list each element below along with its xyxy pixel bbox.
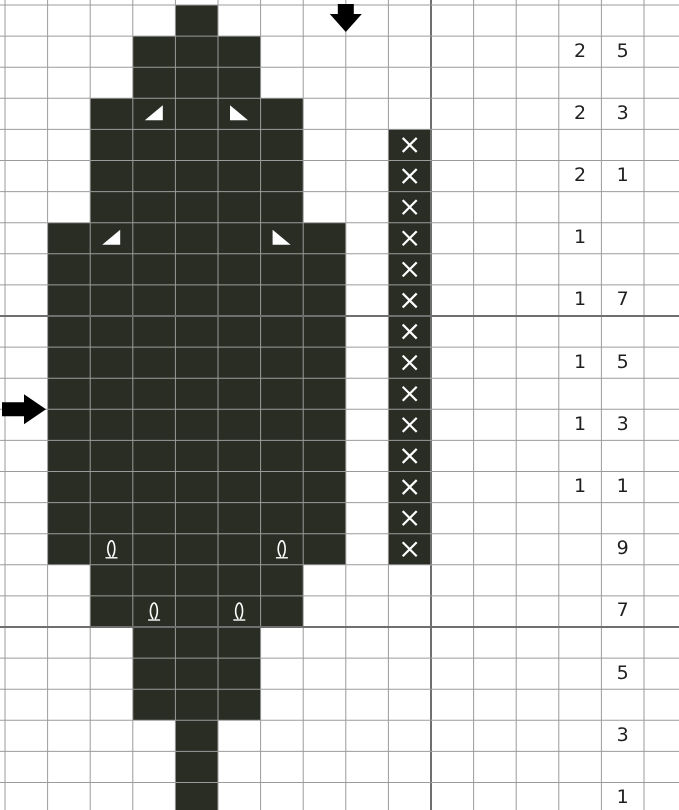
- row-number-label: 9: [603, 539, 643, 558]
- row-number-label: 1: [560, 415, 600, 434]
- row-number-label: 1: [560, 353, 600, 372]
- row-number-label: 3: [603, 104, 643, 123]
- row-number-label: 5: [603, 664, 643, 683]
- row-number-label: 3: [603, 415, 643, 434]
- row-number-label: 3: [603, 726, 643, 745]
- row-number-label: 1: [560, 477, 600, 496]
- row-number-label: 2: [560, 42, 600, 61]
- row-number-label: 1: [560, 228, 600, 247]
- row-number-label: 2: [560, 166, 600, 185]
- row-number-label: 1: [560, 290, 600, 309]
- row-number-label: 2: [560, 104, 600, 123]
- row-number-label: 5: [603, 353, 643, 372]
- row-number-label: 1: [603, 788, 643, 807]
- row-number-label: 7: [603, 601, 643, 620]
- row-number-label: 7: [603, 290, 643, 309]
- row-number-label: 1: [603, 477, 643, 496]
- row-number-label: 1: [603, 166, 643, 185]
- row-number-label: 5: [603, 42, 643, 61]
